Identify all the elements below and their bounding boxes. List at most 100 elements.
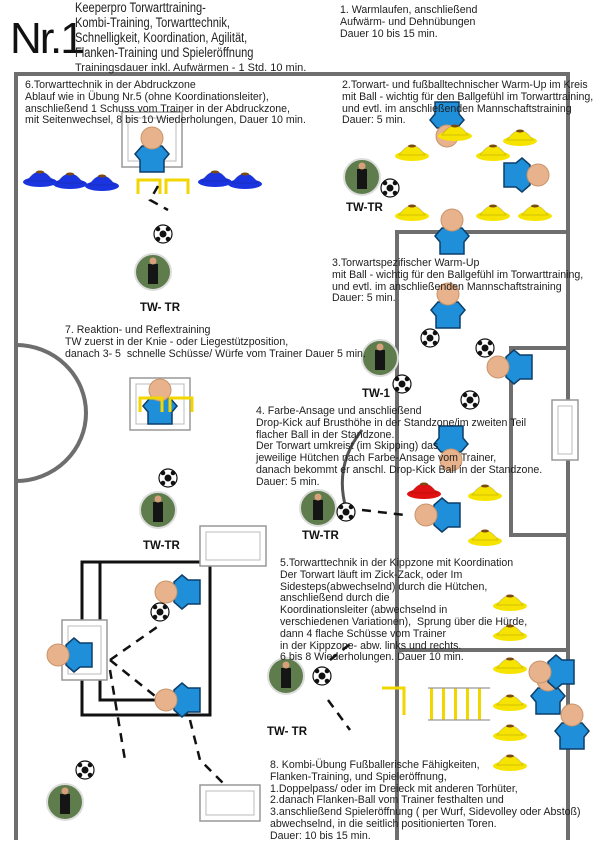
ball-patch — [398, 380, 406, 388]
cone-top — [66, 172, 74, 176]
ball-patch — [432, 330, 438, 336]
description-line: mit Ball - wichtig für den Ballgefühl im… — [342, 90, 594, 103]
trainer-head — [61, 787, 69, 795]
ball-patch — [318, 672, 326, 680]
description-line: 1. Warmlaufen, anschließend — [340, 4, 478, 16]
ladder-rung — [466, 688, 469, 720]
trainer-figure — [60, 794, 70, 814]
description-line: flacher Ball in der Standzone. — [256, 428, 395, 441]
center-circle — [15, 343, 88, 483]
ball-patch — [392, 180, 398, 186]
trainer-label: TW- TR — [267, 726, 308, 738]
head — [154, 688, 178, 712]
ball-patch — [392, 190, 398, 196]
trainer-photo — [361, 339, 399, 377]
shirt — [430, 301, 466, 329]
cone-icon — [395, 204, 429, 221]
ball-patch — [152, 604, 158, 610]
ball-patch — [382, 180, 388, 186]
head — [440, 208, 464, 232]
trainer-figure — [313, 500, 323, 520]
movement-path — [329, 639, 356, 661]
shirt — [503, 157, 531, 193]
goal-frame — [199, 525, 267, 567]
description-line: 6 bis 8 Wiederholungen. Dauer 10 min. — [280, 651, 464, 664]
cone-top — [241, 172, 249, 176]
description-line: Der Torwart umkreist (im Skipping) das — [256, 440, 439, 453]
cone-icon — [468, 484, 502, 501]
ball-icon — [460, 390, 480, 410]
trainer-photo — [46, 783, 84, 821]
goalkeeper-icon — [554, 703, 590, 750]
ball-icon — [380, 178, 400, 198]
ball-icon — [150, 602, 170, 622]
goalkeeper-icon — [414, 497, 461, 533]
cone-top — [211, 170, 219, 174]
ball-patch — [164, 474, 172, 482]
exercise-number: Nr.1 — [10, 14, 85, 63]
description-line: Drop-Kick auf Brusthöhe in der Standzone… — [256, 416, 527, 429]
cone-icon — [493, 754, 527, 771]
cone-icon — [493, 594, 527, 611]
goalkeeper-icon — [430, 282, 466, 329]
goalkeeper-icon — [486, 349, 533, 385]
ball-patch — [432, 340, 438, 346]
hurdle-icon — [164, 178, 190, 194]
description-line: Dauer: 5 min. — [342, 114, 406, 127]
ball-patch — [342, 508, 350, 516]
ball-icon — [336, 502, 356, 522]
cone-icon — [476, 144, 510, 161]
ball-patch — [394, 376, 400, 382]
goalkeeper-icon — [528, 654, 575, 690]
exercise-2-description: 2.Torwart- und fußballtechnischer Warm-U… — [342, 79, 594, 127]
cone-icon — [198, 170, 232, 187]
hurdle-icon — [382, 686, 406, 715]
shirt — [65, 637, 93, 673]
cone-top — [506, 594, 514, 598]
goalkeeper-icon — [434, 208, 470, 255]
trainer-photo — [299, 489, 337, 527]
ball-patch — [170, 480, 176, 486]
trainer-photo — [267, 657, 305, 695]
cone-top — [451, 124, 459, 128]
goal-net — [205, 531, 261, 561]
head — [439, 448, 463, 472]
ball-patch — [155, 236, 161, 242]
ball-patch — [487, 340, 493, 346]
ball-patch — [382, 190, 388, 196]
head — [154, 580, 178, 604]
cone-icon — [407, 482, 441, 499]
trainer-label: TW-TR — [143, 540, 180, 552]
description-line: abwechselnd, in die seitlich positionier… — [270, 817, 497, 830]
ball-patch — [324, 668, 330, 674]
ball-patch — [487, 350, 493, 356]
ball-patch — [422, 340, 428, 346]
ball-patch — [156, 608, 164, 616]
description-line: danach bekommt er anschl. Drop-Kick Ball… — [256, 463, 543, 476]
exercise-5-description: 5.Torwarttechnik in der Kippzone mit Koo… — [280, 557, 528, 664]
shirt — [142, 397, 178, 425]
ball-icon — [158, 468, 178, 488]
ball-patch — [314, 668, 320, 674]
ladder-rung — [442, 688, 445, 720]
trainer-photo — [343, 158, 381, 196]
trainer-head — [376, 343, 384, 351]
zone-box-right — [395, 230, 568, 840]
hurdle-icon — [168, 396, 194, 412]
ball-patch — [152, 614, 158, 620]
ball-patch — [314, 678, 320, 684]
description-line: verschiedenen Variationen), Sprung über … — [280, 615, 528, 628]
description-line: in der Kippzone- abw. links und rechts. — [280, 639, 462, 652]
shirt — [434, 227, 470, 255]
head — [436, 282, 460, 306]
shirt — [505, 349, 533, 385]
description-line: Flanken-Training, und Spieleröffnung, — [270, 770, 447, 783]
description-line: Dauer 10 bis 15 min. — [340, 27, 438, 40]
goal-net — [557, 405, 573, 455]
training-duration: Trainingsdauer inkl. Aufwärmen - 1 Std. … — [75, 62, 307, 74]
cone-icon — [493, 657, 527, 674]
ball-icon — [392, 374, 412, 394]
ball-patch — [477, 340, 483, 346]
